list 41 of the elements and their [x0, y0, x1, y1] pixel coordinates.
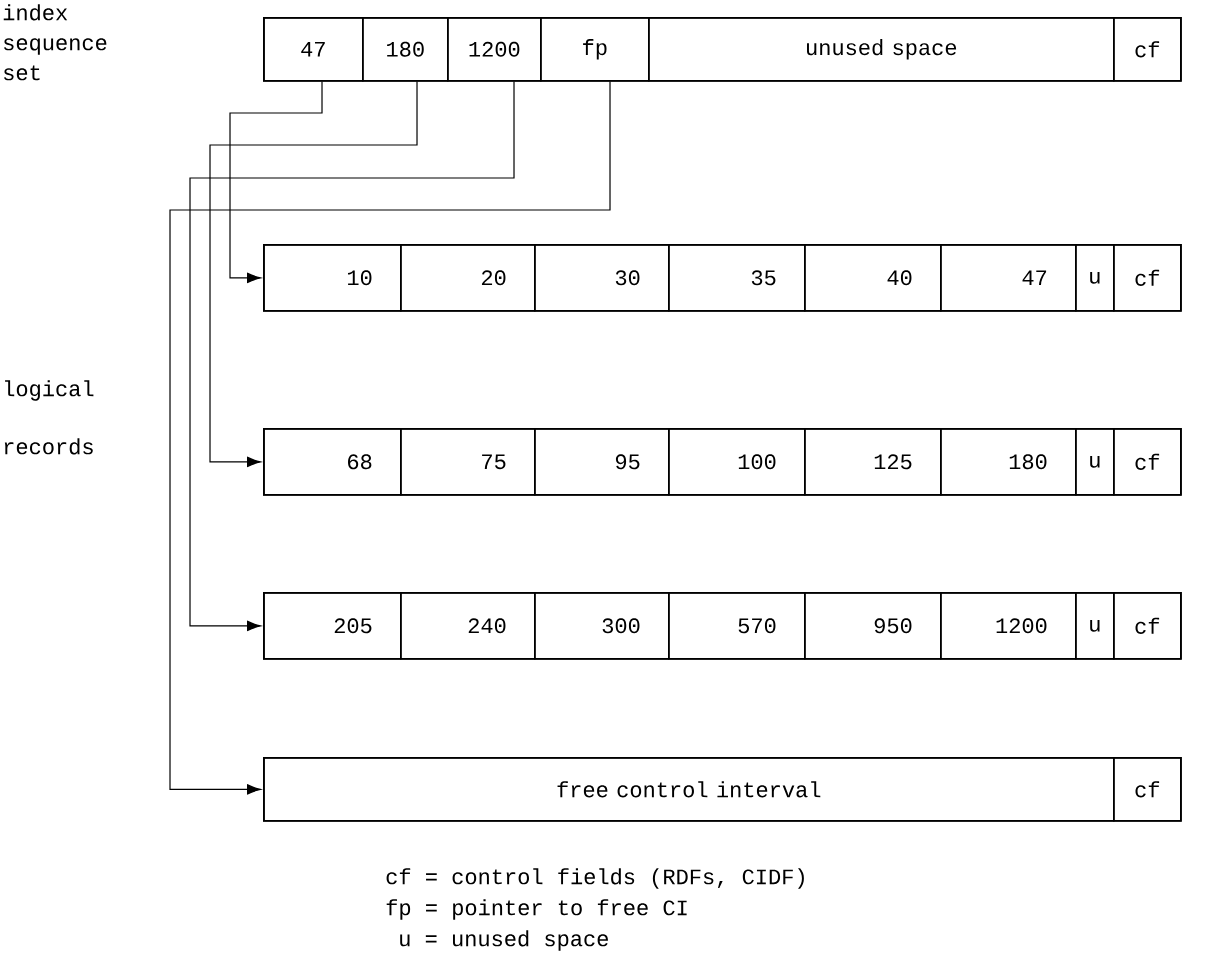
arrow [169, 81, 611, 795]
record-cell: cf [1113, 428, 1182, 496]
record-cell: 35 [668, 244, 806, 312]
legend-note: cf = control fields (RDFs, CIDF) [386, 868, 804, 889]
record-cell: 95 [534, 428, 670, 496]
record-cell: 68 [263, 428, 402, 496]
side-label: logical records [4, 380, 94, 455]
record-cell: 950 [804, 592, 942, 660]
record-cell: 47 [940, 244, 1077, 312]
record-cell: 47 [263, 17, 364, 82]
record-cell: u [1075, 428, 1115, 496]
arrow [209, 81, 418, 467]
arrow [229, 81, 323, 283]
record-cell: 1200 [447, 17, 542, 82]
record-cell: 180 [362, 17, 449, 82]
record-cell: u [1075, 244, 1115, 312]
record-cell: 30 [534, 244, 670, 312]
record-cell: 10 [263, 244, 402, 312]
record-cell: cf [1113, 244, 1182, 312]
legend-note: u = unused space [400, 930, 608, 951]
record-cell: 240 [400, 592, 536, 660]
record-cell: 570 [668, 592, 806, 660]
record-cell: 100 [668, 428, 806, 496]
side-label: index sequence set [3, 4, 107, 81]
legend-note: fp = pointer to free CI [386, 899, 687, 920]
record-cell: 180 [940, 428, 1077, 496]
record-cell: 300 [534, 592, 670, 660]
record-cell: unused space [648, 17, 1115, 82]
record-cell: cf [1113, 17, 1182, 82]
record-cell: 40 [804, 244, 942, 312]
record-cell: cf [1113, 757, 1182, 822]
record-cell: 75 [400, 428, 536, 496]
record-cell: u [1075, 592, 1115, 660]
record-cell: free control interval [263, 757, 1115, 822]
record-cell: cf [1113, 592, 1182, 660]
arrow [189, 81, 515, 631]
record-cell: fp [540, 17, 650, 82]
record-cell: 20 [400, 244, 536, 312]
record-cell: 1200 [940, 592, 1077, 660]
record-cell: 205 [263, 592, 402, 660]
record-cell: 125 [804, 428, 942, 496]
